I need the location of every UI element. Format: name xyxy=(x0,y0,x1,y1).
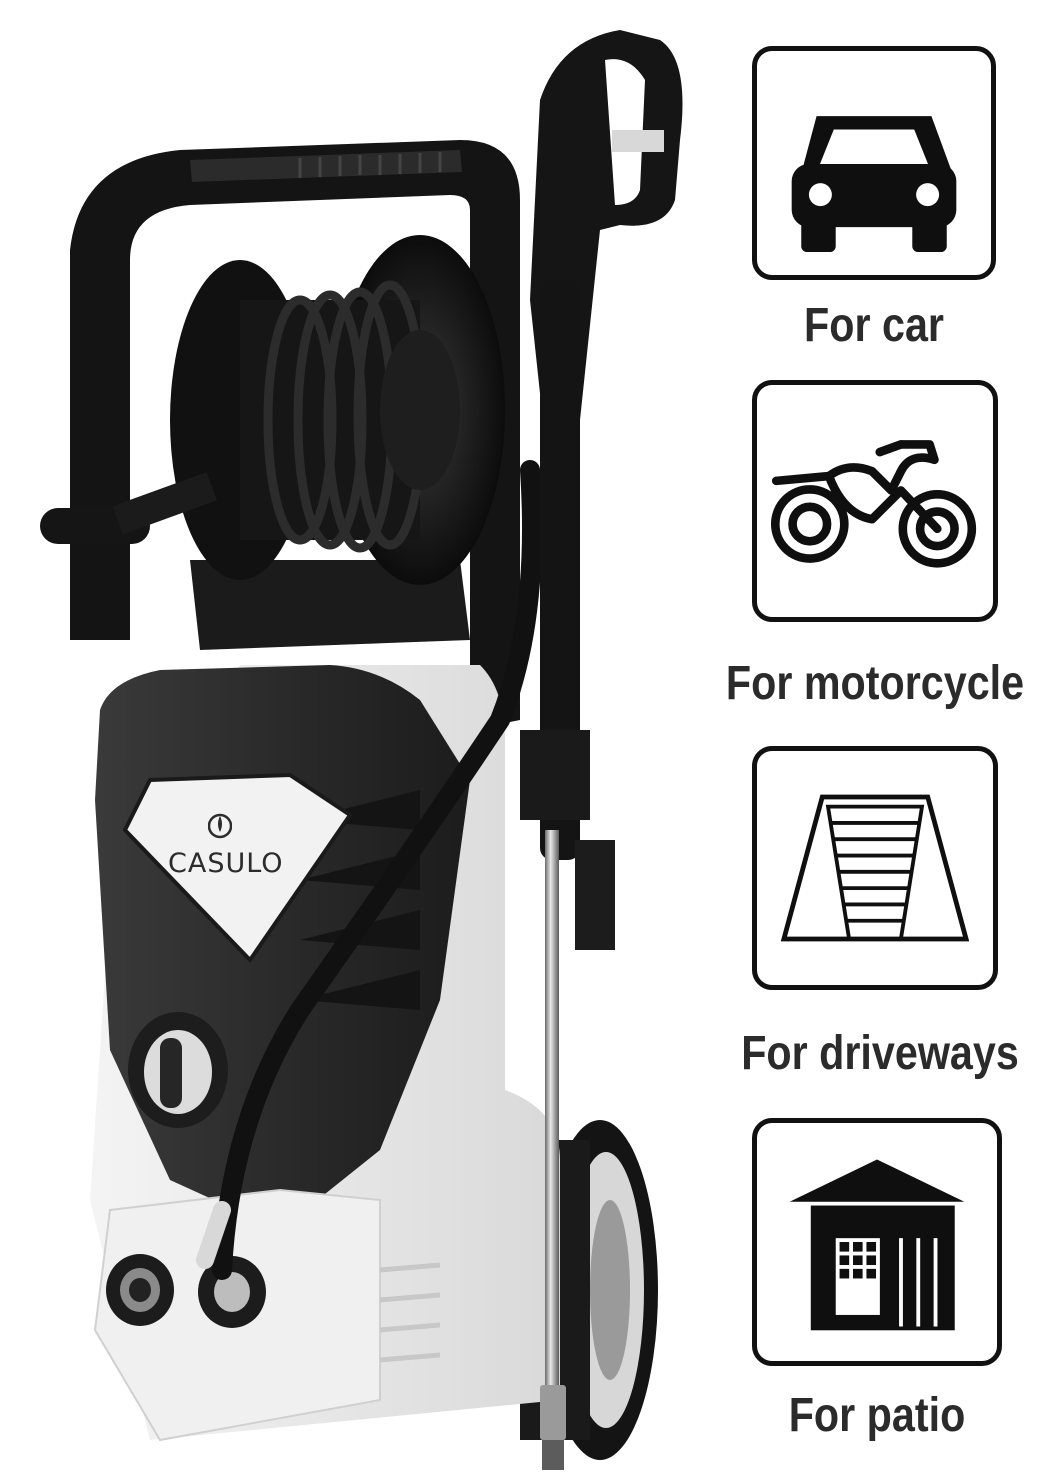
high-pressure-hose xyxy=(212,460,542,1280)
spray-wand xyxy=(545,830,559,1390)
use-label-motorcycle: For motorcycle xyxy=(725,657,1025,710)
use-label-driveways: For driveways xyxy=(741,1027,1019,1080)
pressure-knob xyxy=(128,1012,228,1128)
use-label-car: For car xyxy=(804,299,944,352)
brand-badge xyxy=(122,772,353,964)
spray-gun xyxy=(520,30,683,950)
use-tile-driveways xyxy=(752,746,998,990)
use-label-patio: For patio xyxy=(788,1389,966,1442)
car-icon xyxy=(791,116,957,253)
water-drop-icon xyxy=(208,813,232,839)
wand-nozzle xyxy=(540,1385,566,1470)
driveway-icon xyxy=(780,794,970,942)
motorcycle-icon xyxy=(770,440,977,568)
use-tile-car xyxy=(752,46,996,280)
reel-crank-handle xyxy=(40,472,217,544)
pressure-washer-image xyxy=(40,30,683,1470)
use-tile-patio xyxy=(752,1118,1002,1366)
hose-reel xyxy=(170,235,505,585)
pump-housing xyxy=(90,665,560,1442)
garage-patio-icon xyxy=(789,1159,965,1331)
brand-logo-text: CASULO xyxy=(168,848,284,879)
water-inlet-coupler xyxy=(106,1254,174,1326)
use-tile-motorcycle xyxy=(752,380,998,622)
